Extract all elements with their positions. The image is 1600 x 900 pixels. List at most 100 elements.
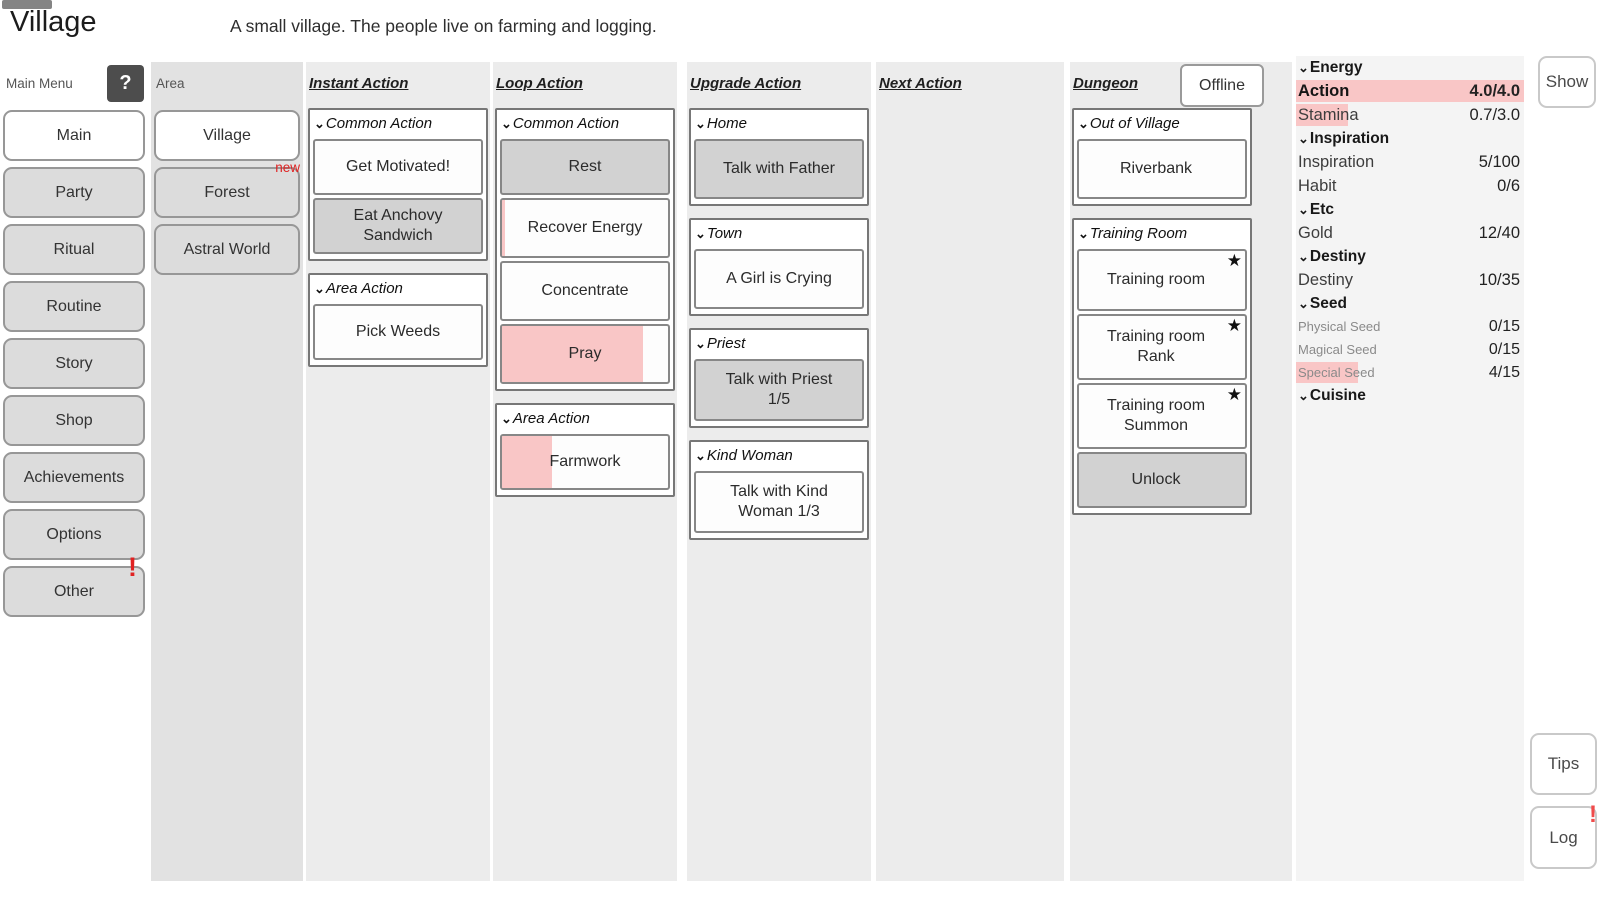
stat-row-gold: Gold 12/40 (1298, 224, 1520, 242)
area-description: A small village. The people live on farm… (230, 16, 657, 36)
action-group: ⌄ Kind Woman Talk with Kind Woman 1/3 (689, 440, 869, 540)
menu-item-shop[interactable]: Shop (3, 395, 145, 446)
action-button-rest[interactable]: Rest (500, 139, 670, 195)
area-header: Area (151, 62, 303, 104)
action-group: ⌄ Area Action Farmwork (495, 403, 675, 497)
action-button-concentrate[interactable]: Concentrate (500, 261, 670, 321)
upgrade-action-column: Upgrade Action ⌄ Home Talk with Father ⌄… (687, 62, 871, 881)
chevron-down-icon: ⌄ (695, 335, 706, 351)
area-column: Area Village Forest new Astral World (151, 62, 303, 881)
stat-row-destiny: Destiny 10/35 (1298, 271, 1520, 289)
area-item-forest[interactable]: Forest new (154, 160, 300, 218)
chevron-down-icon: ⌄ (695, 115, 706, 131)
menu-item-party[interactable]: Party (3, 167, 145, 218)
stats-section-cuisine[interactable]: ⌄ Cuisine (1298, 386, 1366, 404)
action-group: ⌄ Area Action Pick Weeds (308, 273, 488, 367)
action-group: ⌄ Priest Talk with Priest 1/5 (689, 328, 869, 428)
action-group: ⌄ Training Room Training room ★ Training… (1072, 218, 1252, 515)
loop-action-header[interactable]: Loop Action (496, 75, 583, 92)
group-header-town[interactable]: ⌄ Town (695, 225, 743, 242)
action-button-a-girl-is-crying[interactable]: A Girl is Crying (694, 249, 864, 309)
action-button-pick-weeds[interactable]: Pick Weeds (313, 304, 483, 360)
stat-row-physical-seed: Physical Seed 0/15 (1298, 318, 1520, 335)
action-button-talk-with-father[interactable]: Talk with Father (694, 139, 864, 199)
progress-fill (502, 200, 506, 256)
dungeon-button-unlock[interactable]: Unlock (1077, 452, 1247, 508)
offline-button[interactable]: Offline (1180, 64, 1264, 107)
stats-section-energy[interactable]: ⌄ Energy (1298, 58, 1363, 76)
dungeon-button-training-room[interactable]: Training room ★ (1077, 249, 1247, 311)
stats-section-seed[interactable]: ⌄ Seed (1298, 294, 1347, 312)
log-alert-badge: ! (1589, 801, 1597, 828)
action-button-get-motivated[interactable]: Get Motivated! (313, 139, 483, 195)
action-group: ⌄ Common Action Get Motivated! Eat Ancho… (308, 108, 488, 261)
star-icon: ★ (1226, 251, 1242, 270)
stat-progress-fill (1296, 362, 1358, 383)
stat-row-magical-seed: Magical Seed 0/15 (1298, 341, 1520, 358)
chevron-down-icon: ⌄ (1298, 201, 1309, 217)
chevron-down-icon: ⌄ (1078, 225, 1089, 241)
action-button-pray[interactable]: Pray (500, 324, 670, 384)
menu-item-other[interactable]: Other ! (3, 552, 145, 617)
corner-artifact (2, 0, 52, 9)
action-button-farmwork[interactable]: Farmwork (500, 434, 670, 490)
progress-fill (502, 436, 552, 488)
group-header-common-action[interactable]: ⌄ Common Action (314, 115, 433, 132)
area-item-astral-world[interactable]: Astral World (154, 224, 300, 275)
chevron-down-icon: ⌄ (501, 410, 512, 426)
action-button-talk-with-priest[interactable]: Talk with Priest 1/5 (694, 359, 864, 421)
dungeon-header[interactable]: Dungeon (1073, 75, 1138, 92)
menu-item-options[interactable]: Options (3, 509, 145, 560)
menu-item-story[interactable]: Story (3, 338, 145, 389)
dungeon-button-training-room-rank[interactable]: Training room Rank ★ (1077, 314, 1247, 380)
instant-action-header[interactable]: Instant Action (309, 75, 409, 92)
stats-section-destiny[interactable]: ⌄ Destiny (1298, 247, 1366, 265)
group-header-out-of-village[interactable]: ⌄ Out of Village (1078, 115, 1180, 132)
area-label: Area (156, 75, 185, 91)
menu-item-main[interactable]: Main (3, 110, 145, 161)
group-header-training-room[interactable]: ⌄ Training Room (1078, 225, 1188, 242)
chevron-down-icon: ⌄ (501, 115, 512, 131)
stat-row-inspiration: Inspiration 5/100 (1298, 153, 1520, 171)
group-header-area-action[interactable]: ⌄ Area Action (501, 410, 590, 427)
dungeon-button-riverbank[interactable]: Riverbank (1077, 139, 1247, 199)
menu-item-achievements[interactable]: Achievements (3, 452, 145, 503)
log-button[interactable]: Log ! (1530, 801, 1597, 869)
group-header-priest[interactable]: ⌄ Priest (695, 335, 746, 352)
action-group: ⌄ Town A Girl is Crying (689, 218, 869, 316)
menu-item-ritual[interactable]: Ritual (3, 224, 145, 275)
progress-fill (502, 326, 644, 382)
stats-section-etc[interactable]: ⌄ Etc (1298, 200, 1335, 218)
group-header-home[interactable]: ⌄ Home (695, 115, 747, 132)
main-menu-header: Main Menu ? (0, 62, 148, 104)
dungeon-column: Dungeon Offline ⌄ Out of Village Riverba… (1070, 62, 1292, 881)
show-button[interactable]: Show (1538, 56, 1596, 108)
tips-button[interactable]: Tips (1530, 733, 1597, 795)
action-button-eat-anchovy-sandwich[interactable]: Eat Anchovy Sandwich (313, 198, 483, 254)
action-group: ⌄ Home Talk with Father (689, 108, 869, 206)
stat-row-stamina: Stamina 0.7/3.0 (1296, 104, 1520, 126)
chevron-down-icon: ⌄ (314, 115, 325, 131)
menu-item-routine[interactable]: Routine (3, 281, 145, 332)
chevron-down-icon: ⌄ (695, 225, 706, 241)
dungeon-button-training-room-summon[interactable]: Training room Summon ★ (1077, 383, 1247, 449)
help-button[interactable]: ? (107, 64, 144, 102)
stats-section-inspiration[interactable]: ⌄ Inspiration (1298, 129, 1390, 147)
loop-action-column: Loop Action ⌄ Common Action Rest Recover… (493, 62, 677, 881)
group-header-common-action[interactable]: ⌄ Common Action (501, 115, 620, 132)
action-button-recover-energy[interactable]: Recover Energy (500, 198, 670, 258)
main-menu-label: Main Menu (6, 75, 73, 91)
area-item-village[interactable]: Village (154, 110, 300, 161)
group-header-kind-woman[interactable]: ⌄ Kind Woman (695, 447, 793, 464)
chevron-down-icon: ⌄ (1298, 248, 1309, 264)
upgrade-action-header[interactable]: Upgrade Action (690, 75, 802, 92)
group-header-area-action[interactable]: ⌄ Area Action (314, 280, 403, 297)
action-button-talk-with-kind-woman[interactable]: Talk with Kind Woman 1/3 (694, 471, 864, 533)
next-action-header[interactable]: Next Action (879, 75, 962, 92)
action-group: ⌄ Out of Village Riverbank (1072, 108, 1252, 206)
stat-row-habit: Habit 0/6 (1298, 177, 1520, 195)
page-title: Village (10, 6, 97, 38)
stats-panel: ⌄ Energy Action 4.0/4.0 Stamina 0.7/3.0 … (1296, 56, 1524, 881)
star-icon: ★ (1226, 385, 1242, 404)
